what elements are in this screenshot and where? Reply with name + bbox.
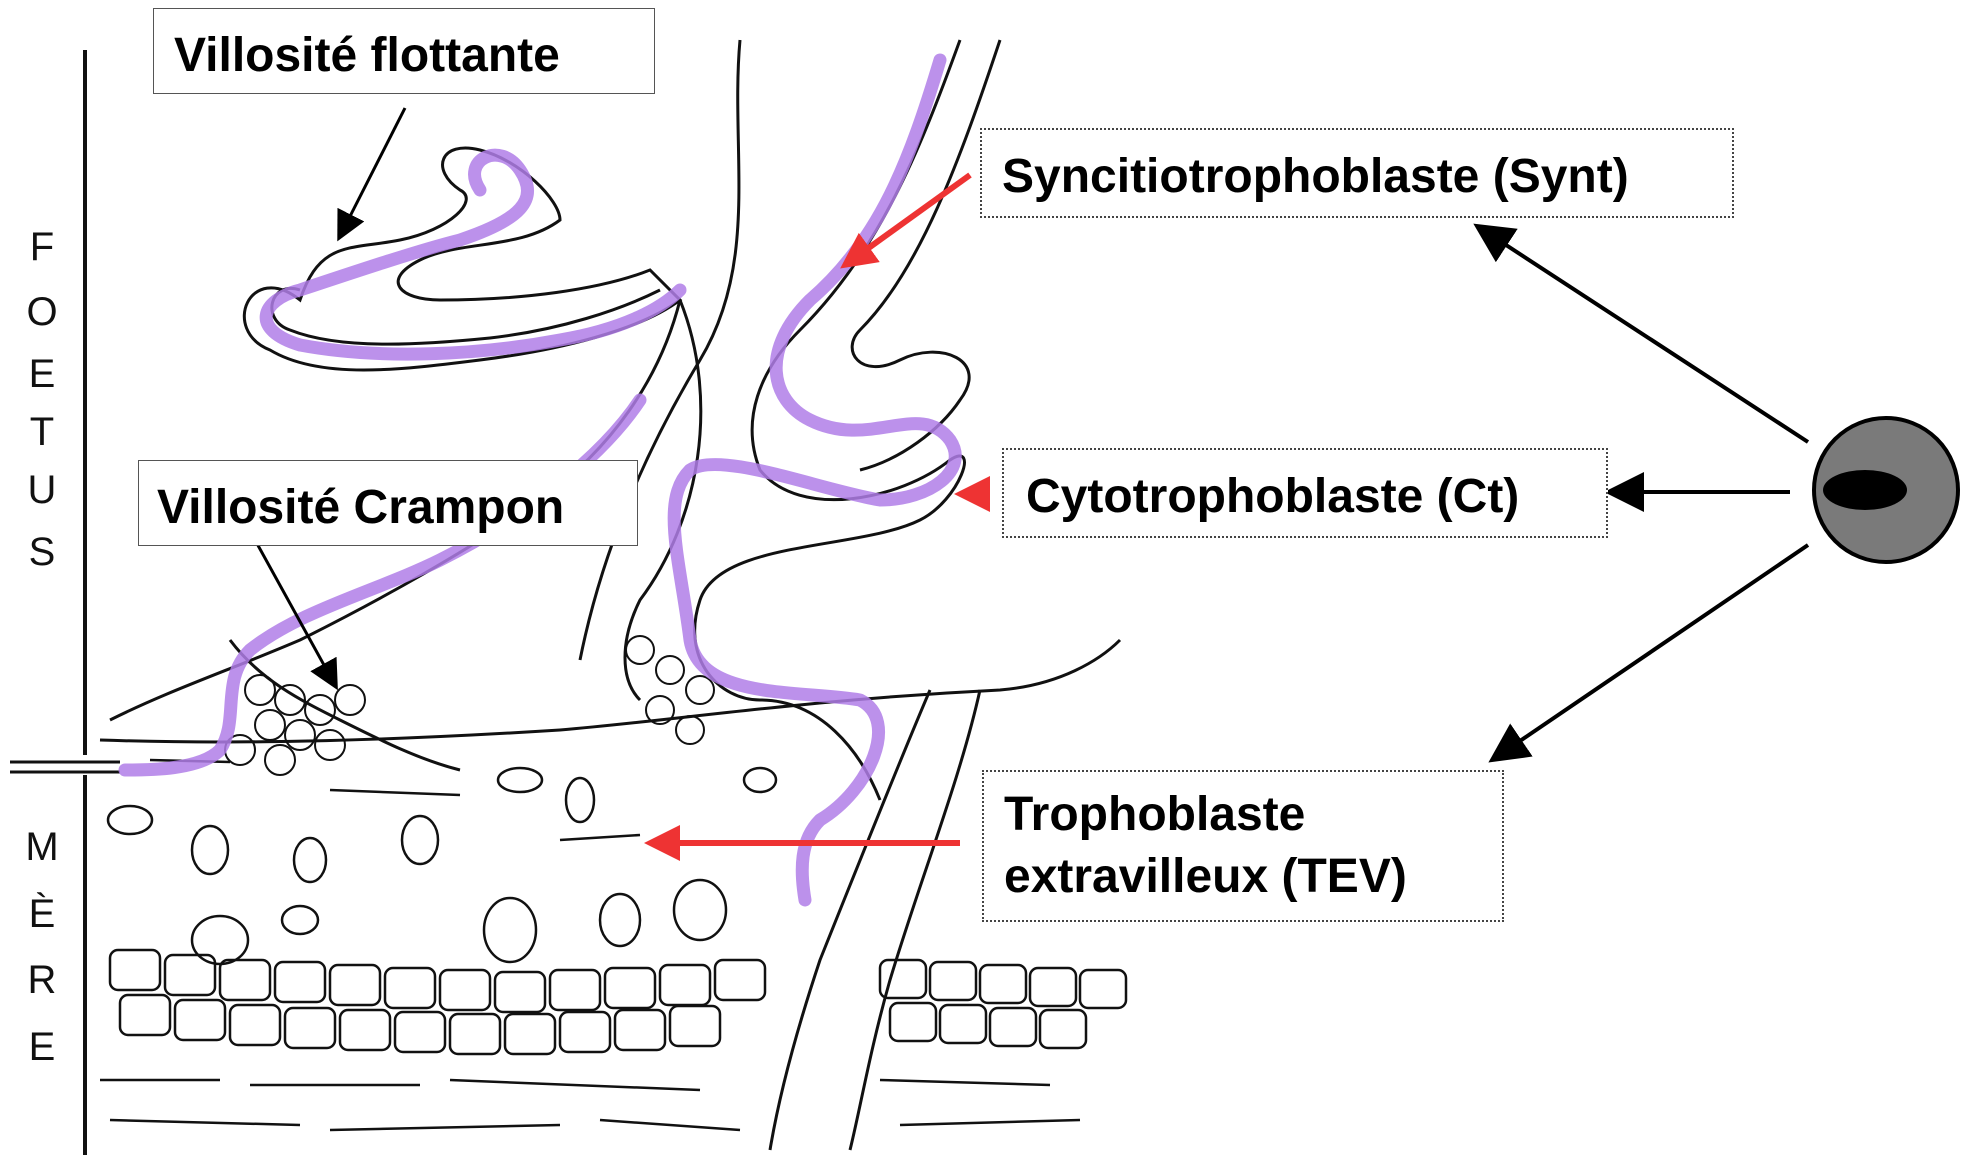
foetus-letter: O xyxy=(22,290,62,335)
mere-letter: R xyxy=(22,958,62,1003)
mere-letter: È xyxy=(22,892,62,937)
stem-cell-nucleus xyxy=(1823,470,1907,510)
villosite-crampon-label: Villosité Crampon xyxy=(138,460,638,546)
foetus-letter: U xyxy=(22,468,62,513)
red-arrows xyxy=(650,175,990,843)
arrow-to-synt xyxy=(1480,228,1808,442)
epithelial-cell-layer xyxy=(110,950,1126,1054)
foetus-letter: S xyxy=(22,530,62,575)
synt-red-arrow xyxy=(845,175,970,265)
mere-letter: E xyxy=(22,1025,62,1070)
arrow-to-tev xyxy=(1495,545,1808,758)
villi-sketch xyxy=(100,40,1120,1150)
synt-highlight-stem xyxy=(674,60,955,900)
cell-column xyxy=(225,636,714,775)
mere-letter: M xyxy=(22,825,62,870)
synt-highlight-crampon xyxy=(125,400,640,770)
tev-label-line1: Trophoblaste xyxy=(1004,784,1482,846)
foetus-letter: E xyxy=(22,352,62,397)
trophoblaste-extravilleux-label: Trophoblaste extravilleux (TEV) xyxy=(982,770,1504,922)
villosite-flottante-label: Villosité flottante xyxy=(153,8,655,94)
tev-label-line2: extravilleux (TEV) xyxy=(1004,846,1482,908)
synt-highlight-floating xyxy=(266,155,680,354)
cytotrophoblaste-label: Cytotrophoblaste (Ct) xyxy=(1002,448,1608,538)
foetus-letter: T xyxy=(22,410,62,455)
flottante-arrow xyxy=(340,108,405,236)
foetus-letter: F xyxy=(22,225,62,270)
syncytiotrophoblaste-label: Syncitiotrophoblaste (Synt) xyxy=(980,128,1734,218)
